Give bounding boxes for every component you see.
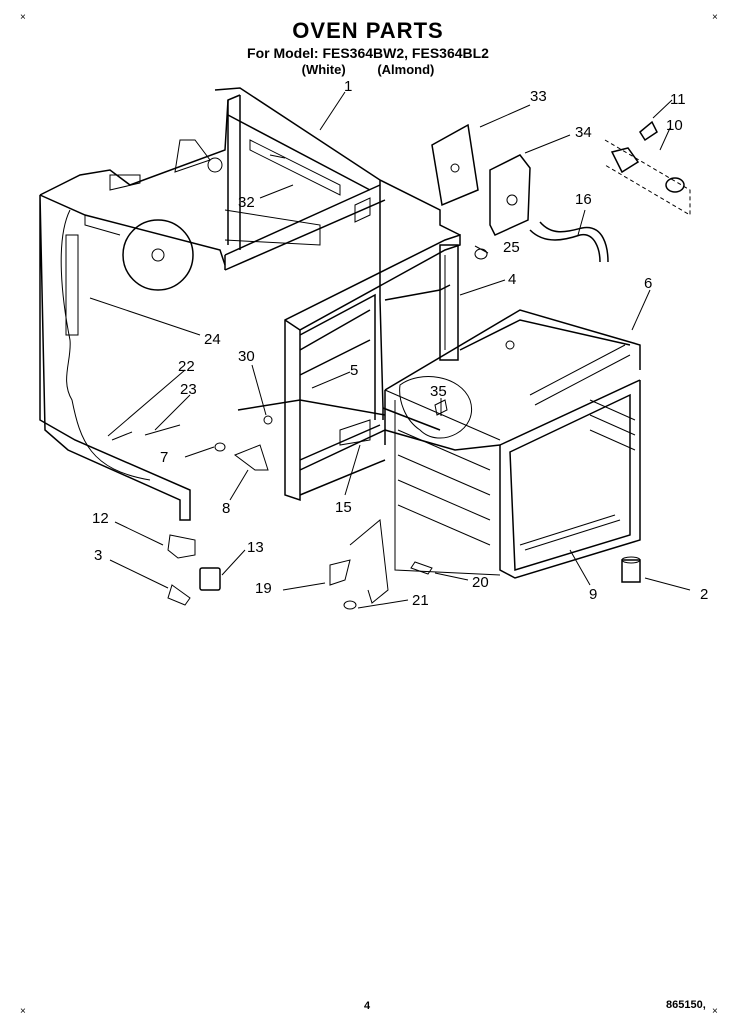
oven-liner — [384, 309, 641, 579]
callout-34: 34 — [575, 124, 592, 141]
callout-4: 4 — [508, 271, 516, 288]
callout-19: 19 — [255, 580, 272, 597]
corner-mark: × — [712, 12, 718, 23]
small-parts — [111, 120, 691, 610]
callout-30: 30 — [238, 348, 255, 365]
callout-10: 10 — [666, 117, 683, 134]
callout-21: 21 — [412, 592, 429, 609]
left-side-panel — [39, 94, 241, 521]
document-code: 865150, — [666, 999, 706, 1011]
callout-20: 20 — [472, 574, 489, 591]
callout-35: 35 — [430, 383, 447, 400]
page-number: 4 — [364, 1000, 371, 1012]
corner-mark: × — [712, 1006, 718, 1017]
callout-12: 12 — [92, 510, 109, 527]
callout-22: 22 — [178, 358, 195, 375]
corner-mark: × — [20, 12, 26, 23]
front-frame — [284, 233, 461, 502]
diagram-title: OVEN PARTS — [292, 18, 444, 43]
color-almond: (Almond) — [377, 62, 435, 77]
callout-23: 23 — [180, 381, 197, 398]
callout-8: 8 — [222, 500, 230, 517]
color-white: (White) — [301, 62, 346, 77]
model-line: For Model: FES364BW2, FES364BL2 — [247, 45, 489, 61]
callout-15: 15 — [335, 499, 352, 516]
callout-16: 16 — [575, 191, 592, 208]
callout-2: 2 — [700, 586, 708, 603]
callout-5: 5 — [350, 362, 358, 379]
callout-7: 7 — [160, 449, 168, 466]
callout-3: 3 — [94, 547, 102, 564]
callout-33: 33 — [530, 88, 547, 105]
leader-lines — [89, 91, 691, 609]
callout-9: 9 — [589, 586, 597, 603]
callout-11: 11 — [670, 91, 686, 108]
callout-13: 13 — [247, 539, 264, 556]
callout-24: 24 — [204, 331, 221, 348]
callout-25: 25 — [503, 239, 520, 256]
callout-labels: 1 2 3 4 5 6 7 8 9 10 11 12 13 15 16 19 2… — [92, 78, 708, 609]
callout-32: 32 — [238, 194, 255, 211]
callout-6: 6 — [644, 275, 652, 292]
corner-mark: × — [20, 1006, 26, 1017]
callout-1: 1 — [344, 78, 352, 95]
oven-frame — [214, 87, 461, 431]
color-line: (White) (Almond) — [0, 62, 736, 77]
